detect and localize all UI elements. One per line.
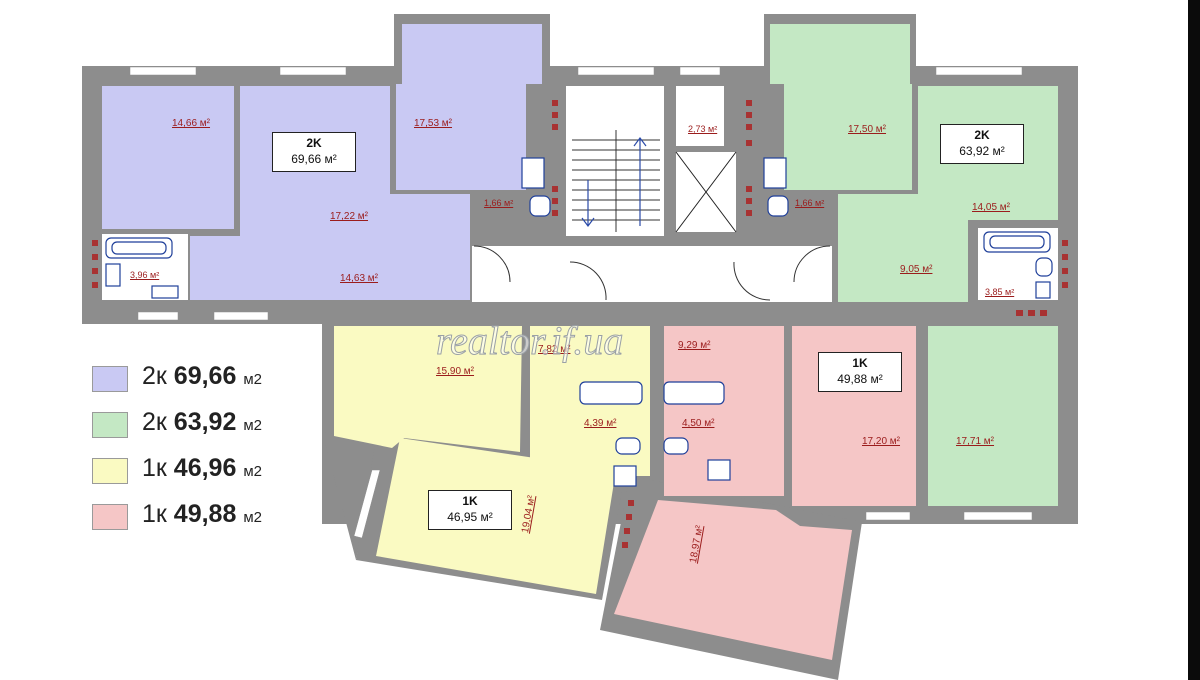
room-area-label: 14,05 м²: [972, 202, 1011, 213]
legend-swatch: [92, 412, 128, 438]
room-area-label: 4,50 м²: [682, 418, 715, 429]
room-area-label: 17,20 м²: [862, 436, 901, 447]
room-area-label: 2,73 м²: [688, 124, 718, 134]
legend-swatch: [92, 504, 128, 530]
apartment-1k-49: [614, 326, 916, 660]
windows: [129, 66, 1033, 539]
room-area-label: 17,71 м²: [956, 436, 995, 447]
apartment-tag-2k-63: 2K 63,92 м²: [940, 124, 1024, 164]
legend-label: 1к 46,96 м2: [142, 454, 262, 482]
apartment-tag-2k-69: 2K 69,66 м²: [272, 132, 356, 172]
legend-label: 1к 49,88 м2: [142, 500, 262, 528]
apartment-area: 49,88 м²: [837, 372, 883, 386]
apartment-2k-69: [102, 24, 542, 300]
apartment-type: 2K: [974, 128, 990, 142]
bathroom-fixtures: [105, 157, 1053, 487]
room-area-label: 14,63 м²: [340, 273, 379, 284]
room-area-label: 3,85 м²: [985, 287, 1015, 297]
brick-columns: [92, 100, 1068, 548]
legend-swatch: [92, 366, 128, 392]
room-area-label: 4,39 м²: [584, 418, 617, 429]
screen-edge: [1188, 0, 1200, 680]
apartment-area: 46,95 м²: [447, 510, 493, 524]
room-area-label: 7,82 м²: [538, 344, 571, 355]
room-area-label: 9,05 м²: [900, 264, 933, 275]
room-area-label: 1,66 м²: [795, 198, 825, 208]
room-area-label: 17,22 м²: [330, 211, 369, 222]
apartment-type: 2K: [306, 136, 322, 150]
legend-label: 2к 63,92 м2: [142, 408, 262, 436]
watermark: realtor.if.ua: [436, 318, 624, 364]
apartment-area: 69,66 м²: [291, 152, 337, 166]
room-area-label: 9,29 м²: [678, 340, 711, 351]
apartment-type: 1K: [852, 356, 868, 370]
room-area-label: 17,53 м²: [414, 118, 453, 129]
apartment-tag-1k-49: 1K 49,88 м²: [818, 352, 902, 392]
legend-label: 2к 69,66 м2: [142, 362, 262, 390]
room-area-label: 15,90 м²: [436, 366, 475, 377]
room-area-label: 14,66 м²: [172, 118, 211, 129]
apartment-area: 63,92 м²: [959, 144, 1005, 158]
room-area-label: 3,96 м²: [130, 270, 160, 280]
room-area-label: 1,66 м²: [484, 198, 514, 208]
room-area-label: 17,50 м²: [848, 124, 887, 135]
watermark-text: realtor.if.ua: [436, 318, 623, 363]
apartment-type: 1K: [462, 494, 478, 508]
common-area: [472, 86, 832, 302]
legend-swatch: [92, 458, 128, 484]
apartment-tag-1k-46: 1K 46,95 м²: [428, 490, 512, 530]
